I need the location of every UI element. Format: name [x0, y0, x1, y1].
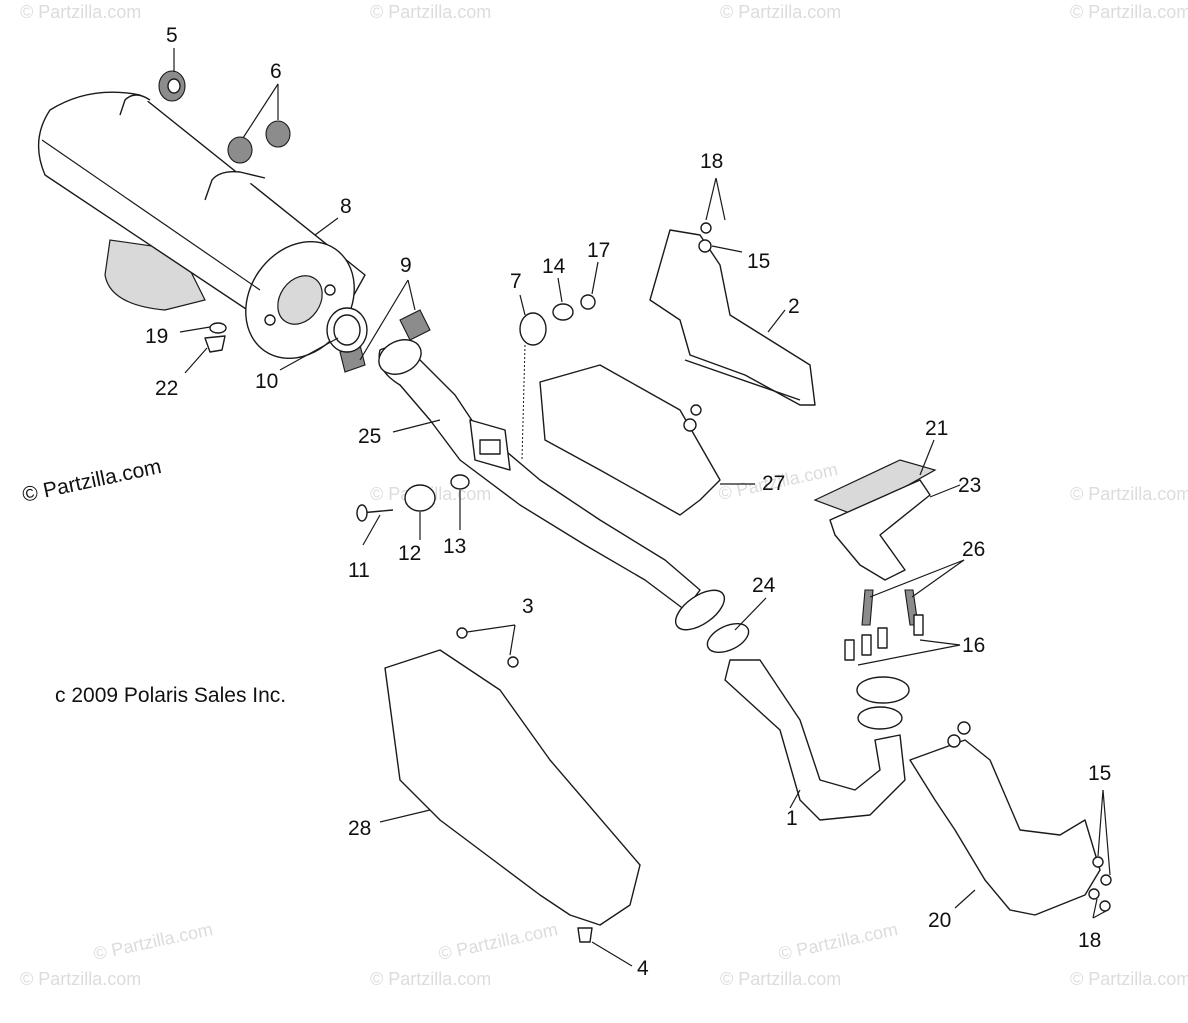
bolt-3 [456, 627, 468, 639]
callout-8: 8 [340, 195, 352, 218]
callout-10: 10 [255, 370, 278, 393]
callout-5: 5 [166, 24, 178, 47]
callout-15-top: 15 [747, 250, 770, 273]
callouts: 5 6 8 9 10 19 22 25 7 14 17 18 15 2 27 2… [145, 24, 1111, 980]
watermark: © Partzilla.com [437, 919, 560, 964]
watermark: © Partzilla.com [720, 2, 841, 22]
washer-7 [519, 312, 547, 346]
watermark: © Partzilla.com [20, 969, 141, 989]
bolt-18 [700, 222, 712, 234]
callout-22: 22 [155, 377, 178, 400]
gasket-ring [857, 706, 903, 730]
studs-16 [844, 614, 924, 661]
bolt-3 [507, 656, 519, 668]
head-pipe-1 [724, 659, 906, 821]
callout-18-bottom: 18 [1078, 929, 1101, 952]
washer-19 [209, 322, 227, 334]
gasket-24 [706, 622, 750, 654]
watermark: © Partzilla.com [370, 969, 491, 989]
watermark: © Partzilla.com [1070, 484, 1188, 504]
callout-11: 11 [348, 559, 370, 582]
bolt-18 [1088, 888, 1100, 900]
site-mark: © Partzilla.com [20, 455, 163, 507]
callout-24: 24 [752, 574, 776, 597]
washer-15 [698, 239, 712, 253]
watermark: © Partzilla.com [370, 2, 491, 22]
washer-15 [683, 418, 697, 432]
bracket-2 [649, 229, 816, 406]
bolt-22 [204, 335, 226, 353]
washer-15 [1092, 856, 1104, 868]
callout-19: 19 [145, 325, 168, 348]
callout-14: 14 [542, 255, 566, 278]
callout-13: 13 [443, 535, 466, 558]
callout-26: 26 [962, 538, 985, 561]
header-flange [813, 459, 937, 581]
callout-17: 17 [587, 239, 610, 262]
bolt-4 [577, 927, 593, 943]
callout-25: 25 [358, 425, 381, 448]
heat-shield-20 [909, 739, 1101, 916]
callout-18-top: 18 [700, 150, 723, 173]
grommet-5 [158, 70, 186, 102]
gasket-10 [326, 307, 368, 353]
bolt-18 [690, 404, 702, 416]
bushing-13 [450, 474, 470, 490]
washer-15 [1100, 874, 1112, 886]
callout-1: 1 [786, 807, 798, 830]
gasket-ring [856, 676, 910, 704]
nut-17 [580, 294, 596, 310]
callout-9: 9 [400, 254, 412, 277]
callout-21: 21 [925, 417, 948, 440]
callout-23: 23 [958, 474, 981, 497]
watermark: © Partzilla.com [720, 969, 841, 989]
leaders [173, 48, 1111, 967]
washer [947, 734, 961, 748]
callout-6: 6 [270, 60, 282, 83]
grommet-6 [227, 120, 291, 164]
bushing-12 [404, 484, 436, 512]
watermark: © Partzilla.com [92, 919, 215, 964]
muffler [37, 91, 366, 360]
callout-3: 3 [522, 595, 534, 618]
copyright-notice: c 2009 Polaris Sales Inc. [55, 684, 286, 707]
bolt-18 [1099, 900, 1111, 912]
watermark: © Partzilla.com [20, 2, 141, 22]
callout-7: 7 [510, 270, 522, 293]
washer-14 [552, 303, 574, 321]
callout-15-bottom: 15 [1088, 762, 1111, 785]
watermark: © Partzilla.com [777, 919, 900, 964]
nut [957, 721, 971, 735]
callout-12: 12 [398, 542, 421, 565]
callout-4: 4 [637, 957, 649, 980]
assembly-line [521, 344, 526, 461]
mid-pipe [378, 339, 726, 631]
callout-20: 20 [928, 909, 951, 932]
heat-shield-27 [539, 364, 721, 516]
watermark: © Partzilla.com [1070, 2, 1188, 22]
spring-26 [861, 589, 874, 626]
watermark: © Partzilla.com [1070, 969, 1188, 989]
bolt-11-head [356, 504, 368, 522]
callout-16: 16 [962, 634, 985, 657]
heat-shield-28 [384, 649, 641, 926]
callout-28: 28 [348, 817, 371, 840]
callout-2: 2 [788, 295, 800, 318]
callout-27: 27 [762, 472, 785, 495]
